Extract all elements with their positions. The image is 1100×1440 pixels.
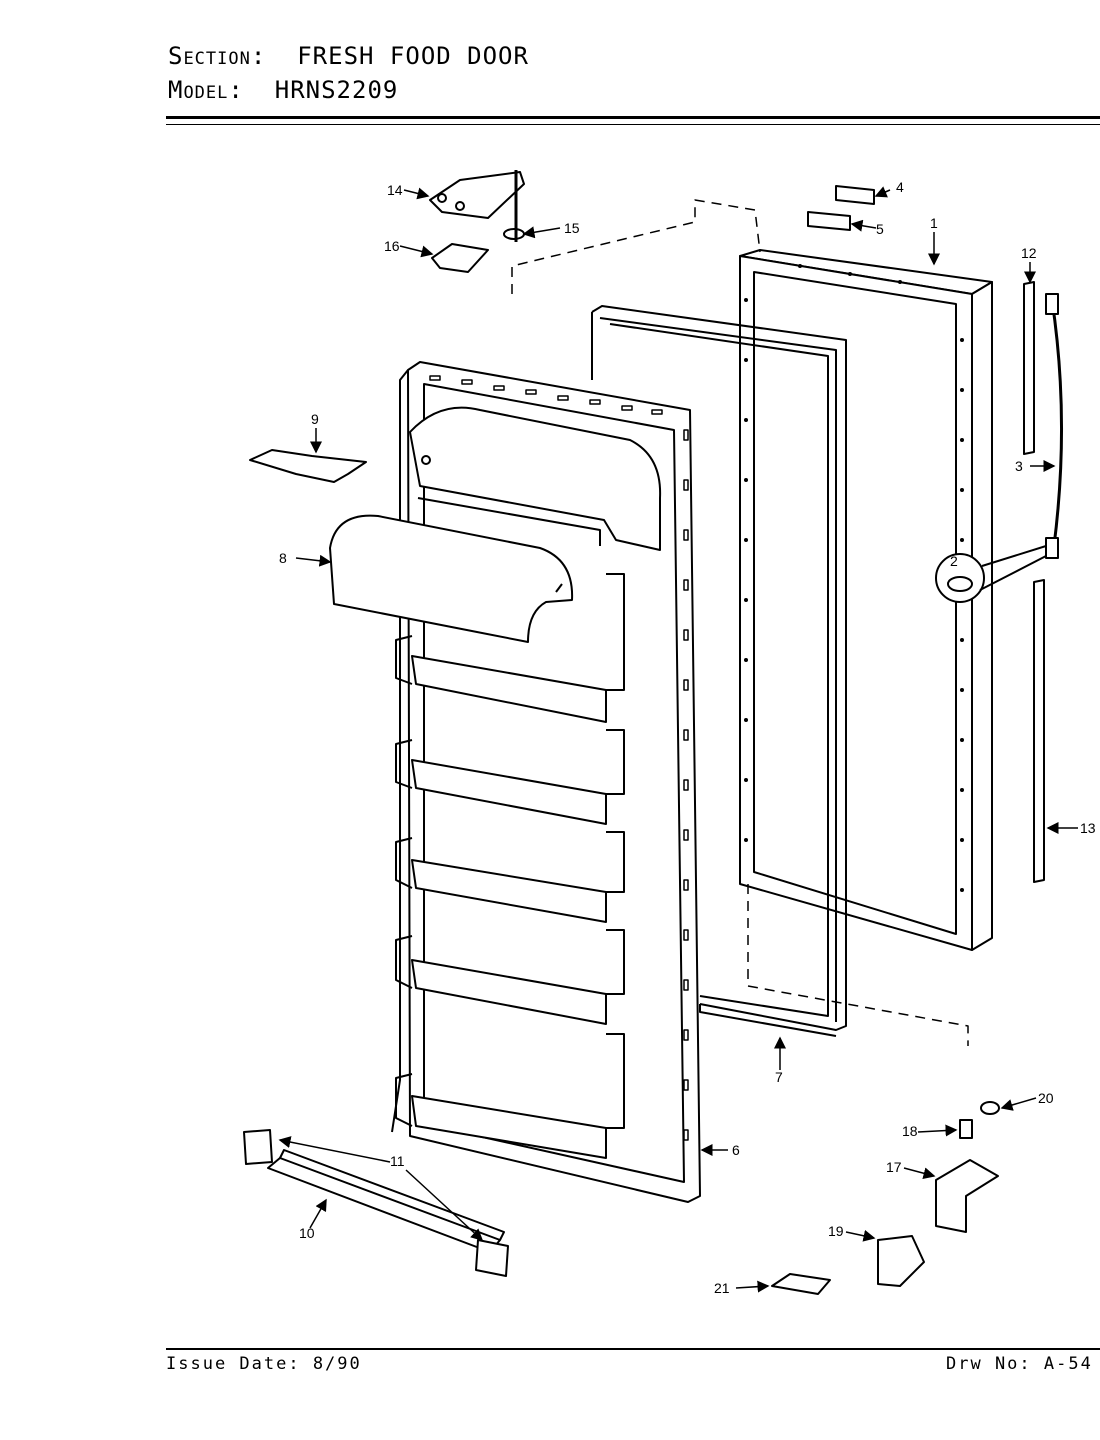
callout-13: 13 — [1080, 820, 1096, 836]
door-gasket — [591, 305, 847, 1037]
header-rule-thin — [166, 124, 1100, 125]
callout-7: 7 — [775, 1069, 783, 1085]
callout-10: 10 — [299, 1225, 315, 1241]
drawing-number: Drw No: A-54 — [946, 1354, 1093, 1374]
alignment-dashes — [511, 199, 969, 1046]
model-line: Model: HRNS2209 — [168, 76, 398, 104]
dairy-door — [329, 514, 574, 643]
callout-6: 6 — [732, 1142, 740, 1158]
dairy-door-tab — [555, 583, 563, 593]
handle-mount-detail — [935, 545, 1047, 603]
header-rule-thick — [166, 116, 1100, 119]
outer-door-panel — [739, 249, 993, 951]
callout-18: 18 — [902, 1123, 918, 1139]
callout-14: 14 — [387, 182, 403, 198]
section-title: FRESH FOOD DOOR — [297, 42, 529, 70]
rail-end-caps — [243, 1129, 509, 1277]
callout-4: 4 — [896, 179, 904, 195]
callout-21: 21 — [714, 1280, 730, 1296]
callout-1: 1 — [930, 215, 938, 231]
section-line: Section: FRESH FOOD DOOR — [168, 42, 529, 70]
issue-date: Issue Date: 8/90 — [166, 1354, 362, 1374]
inner-door-liner — [391, 361, 701, 1203]
name-plate-insert — [835, 185, 875, 205]
callout-19: 19 — [828, 1223, 844, 1239]
callout-17: 17 — [886, 1159, 902, 1175]
callout-12: 12 — [1021, 245, 1037, 261]
model-number: HRNS2209 — [274, 76, 399, 104]
callout-5: 5 — [876, 221, 884, 237]
egg-tray — [249, 449, 367, 483]
leader-lines — [278, 186, 1078, 1293]
top-hinge-assembly — [429, 170, 525, 273]
callout-16: 16 — [384, 238, 400, 254]
model-label: Model: — [168, 76, 244, 104]
bottom-rail — [267, 1149, 505, 1253]
door-handle — [1045, 293, 1063, 559]
callout-20: 20 — [1038, 1090, 1054, 1106]
upper-trim-strip — [1023, 281, 1035, 455]
lower-trim-strip — [1033, 579, 1045, 883]
callout-15: 15 — [564, 220, 580, 236]
callout-11: 11 — [390, 1153, 405, 1169]
callout-3: 3 — [1015, 458, 1023, 474]
section-label: Section: — [168, 42, 267, 70]
callout-8: 8 — [279, 550, 287, 566]
callout-9: 9 — [311, 411, 319, 427]
name-plate-frame — [807, 211, 851, 231]
bottom-hinge-hardware — [771, 1101, 1000, 1295]
callout-2: 2 — [950, 553, 958, 569]
footer-rule — [166, 1348, 1100, 1350]
